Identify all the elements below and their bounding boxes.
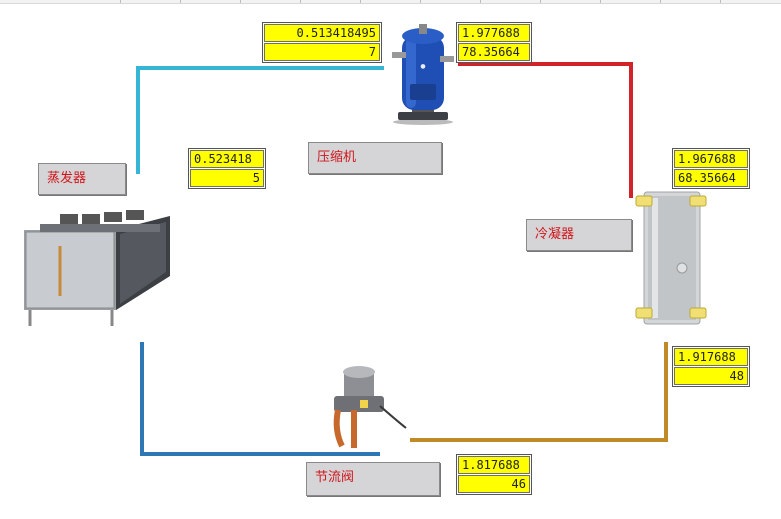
expansion-valve-value: 1.817688 [458, 456, 530, 474]
evaporator-value: 0.523418 [190, 150, 264, 168]
condenser-outlet-temp: 48 [674, 367, 748, 385]
compressor-label: 压缩机 [308, 142, 442, 174]
svg-text:●: ● [420, 63, 425, 70]
discharge-pipe-horizontal [458, 62, 633, 66]
condenser-inlet-value: 1.967688 [674, 150, 748, 168]
evaporator-image [24, 210, 170, 326]
compressor-outlet-value: 1.977688 [458, 24, 530, 42]
expansion-valve-values: 1.817688 46 [456, 454, 532, 495]
compressor-inlet-temp: 7 [264, 43, 380, 61]
compressor-outlet-temp: 78.35664 [458, 43, 530, 61]
spreadsheet-column-strip [0, 0, 781, 4]
evaporator-temp: 5 [190, 169, 264, 187]
compressor-inlet-value: 0.513418495 [264, 24, 380, 42]
condenser-inlet-temp: 68.35664 [674, 169, 748, 187]
compressor-image: ● [392, 24, 454, 125]
return-pipe-horizontal [140, 452, 380, 456]
suction-pipe-vertical [136, 66, 140, 174]
expansion-valve-temp: 46 [458, 475, 530, 493]
compressor-inlet-values: 0.513418495 7 [262, 22, 382, 63]
return-pipe-vertical [140, 342, 144, 456]
expansion-valve-image [333, 366, 407, 448]
condenser-image [635, 191, 707, 325]
suction-pipe-horizontal [136, 66, 384, 70]
compressor-outlet-values: 1.977688 78.35664 [456, 22, 532, 63]
liquid-pipe-vertical [664, 342, 668, 442]
condenser-outlet-value: 1.917688 [674, 348, 748, 366]
expansion-valve-label: 节流阀 [306, 462, 440, 496]
condenser-label: 冷凝器 [526, 219, 632, 251]
condenser-outlet-values: 1.917688 48 [672, 346, 750, 387]
condenser-inlet-values: 1.967688 68.35664 [672, 148, 750, 189]
liquid-pipe-horizontal [410, 438, 668, 442]
discharge-pipe-vertical [629, 62, 633, 198]
evaporator-label: 蒸发器 [38, 163, 126, 195]
evaporator-values: 0.523418 5 [188, 148, 266, 189]
